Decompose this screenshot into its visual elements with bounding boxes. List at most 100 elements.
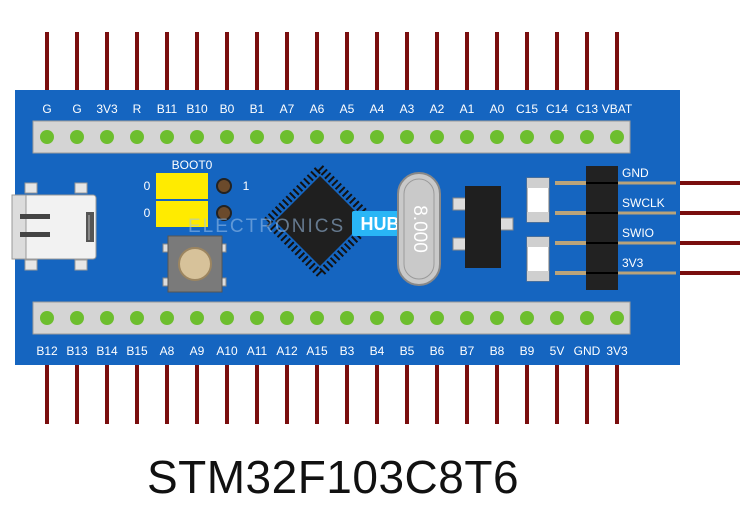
bottom-pin-label: B15 (126, 344, 148, 358)
top-pin-pad[interactable] (580, 130, 594, 144)
top-header-pads (40, 130, 624, 144)
top-pin-pad[interactable] (100, 130, 114, 144)
top-pin-label: 3V3 (96, 102, 118, 116)
swd-header (555, 166, 676, 290)
bottom-pin-label: B8 (490, 344, 505, 358)
top-pin-pad[interactable] (250, 130, 264, 144)
bottom-pin-label: GND (574, 344, 601, 358)
bottom-pin-pad[interactable] (370, 311, 384, 325)
top-pin-pad[interactable] (370, 130, 384, 144)
voltage-regulator (452, 186, 514, 268)
top-pin-label: A0 (490, 102, 505, 116)
bottom-pin-pad[interactable] (310, 311, 324, 325)
swd-pin-label: 3V3 (622, 256, 644, 270)
reset-button[interactable] (162, 235, 227, 293)
board-title: STM32F103C8T6 (146, 451, 520, 503)
bottom-pin-pad[interactable] (220, 311, 234, 325)
bottom-pin-pad[interactable] (520, 311, 534, 325)
bottom-pin-label: B5 (400, 344, 415, 358)
bottom-pin-label: B3 (340, 344, 355, 358)
top-pin-label: A3 (400, 102, 415, 116)
top-pin-label: C13 (576, 102, 598, 116)
bottom-pin-pad[interactable] (40, 311, 54, 325)
top-pin-pad[interactable] (130, 130, 144, 144)
watermark-hub-badge (352, 211, 408, 236)
led-status (216, 205, 232, 221)
bottom-pin-label: A15 (306, 344, 328, 358)
top-pin-label: B0 (220, 102, 235, 116)
bottom-pin-pad[interactable] (400, 311, 414, 325)
watermark-hub-text: HUB (361, 214, 400, 234)
top-pin-pad[interactable] (430, 130, 444, 144)
top-pin-pad[interactable] (220, 130, 234, 144)
bottom-pin-pad[interactable] (340, 311, 354, 325)
boot-row0-label: 0 (144, 179, 151, 193)
top-pin-label: B11 (157, 102, 178, 116)
top-header-strip (32, 120, 631, 154)
bottom-pin-label: B13 (66, 344, 88, 358)
bottom-pin-label: B6 (430, 344, 445, 358)
bottom-pin-label: A10 (216, 344, 238, 358)
top-pin-pad[interactable] (40, 130, 54, 144)
top-pin-pad[interactable] (280, 130, 294, 144)
bottom-pin-pad[interactable] (580, 311, 594, 325)
bottom-pin-pad[interactable] (430, 311, 444, 325)
top-pin-label: C15 (516, 102, 538, 116)
bottom-pin-label: B12 (36, 344, 58, 358)
top-pin-label: A4 (370, 102, 385, 116)
bottom-pin-pad[interactable] (460, 311, 474, 325)
bottom-header-pads (40, 311, 624, 325)
mcu-chip (261, 162, 379, 280)
top-pin-pad[interactable] (70, 130, 84, 144)
bottom-pin-pad[interactable] (280, 311, 294, 325)
top-pin-label: A6 (310, 102, 325, 116)
bottom-pin-pad[interactable] (250, 311, 264, 325)
boot1-jumper[interactable] (156, 201, 208, 227)
top-pin-pad[interactable] (520, 130, 534, 144)
bottom-header-strip (32, 301, 631, 335)
bottom-pin-label: B7 (460, 344, 475, 358)
top-pin-pad[interactable] (340, 130, 354, 144)
top-pin-pad[interactable] (550, 130, 564, 144)
bottom-pin-label: A11 (247, 344, 268, 358)
top-pin-label: B10 (186, 102, 208, 116)
boot-title: BOOT0 (172, 158, 213, 172)
top-pin-label: A2 (430, 102, 445, 116)
top-pin-pad[interactable] (490, 130, 504, 144)
swd-pin-label: GND (622, 166, 649, 180)
top-pin-pad[interactable] (460, 130, 474, 144)
top-pin-pad[interactable] (160, 130, 174, 144)
top-pin-pad[interactable] (190, 130, 204, 144)
bottom-pin-label: A12 (276, 344, 298, 358)
led-power (216, 178, 232, 194)
bottom-pin-pad[interactable] (490, 311, 504, 325)
boot0-jumper[interactable] (156, 173, 208, 199)
micro-usb-connector (11, 182, 97, 271)
bottom-pin-pad[interactable] (610, 311, 624, 325)
top-pin-pad[interactable] (610, 130, 624, 144)
boot-row1-label: 1 (243, 179, 250, 193)
top-pin-label: VBAT (602, 102, 633, 116)
bottom-pin-label: A8 (160, 344, 175, 358)
bottom-pin-pad[interactable] (160, 311, 174, 325)
top-pin-label: G (42, 102, 51, 116)
bottom-pin-pad[interactable] (190, 311, 204, 325)
bottom-pin-pad[interactable] (100, 311, 114, 325)
bottom-pin-pad[interactable] (130, 311, 144, 325)
bottom-pin-pad[interactable] (550, 311, 564, 325)
crystal-label: 8.000 (409, 205, 430, 253)
top-pin-pad[interactable] (310, 130, 324, 144)
bottom-pin-pad[interactable] (70, 311, 84, 325)
top-pin-label: A7 (280, 102, 295, 116)
top-pin-pad[interactable] (400, 130, 414, 144)
bottom-pin-label: 5V (550, 344, 565, 358)
top-pin-label: G (72, 102, 81, 116)
crystal-oscillator: 8.000 (397, 172, 441, 286)
swd-pin-label: SWCLK (622, 196, 665, 210)
top-pin-label: A1 (460, 102, 475, 116)
